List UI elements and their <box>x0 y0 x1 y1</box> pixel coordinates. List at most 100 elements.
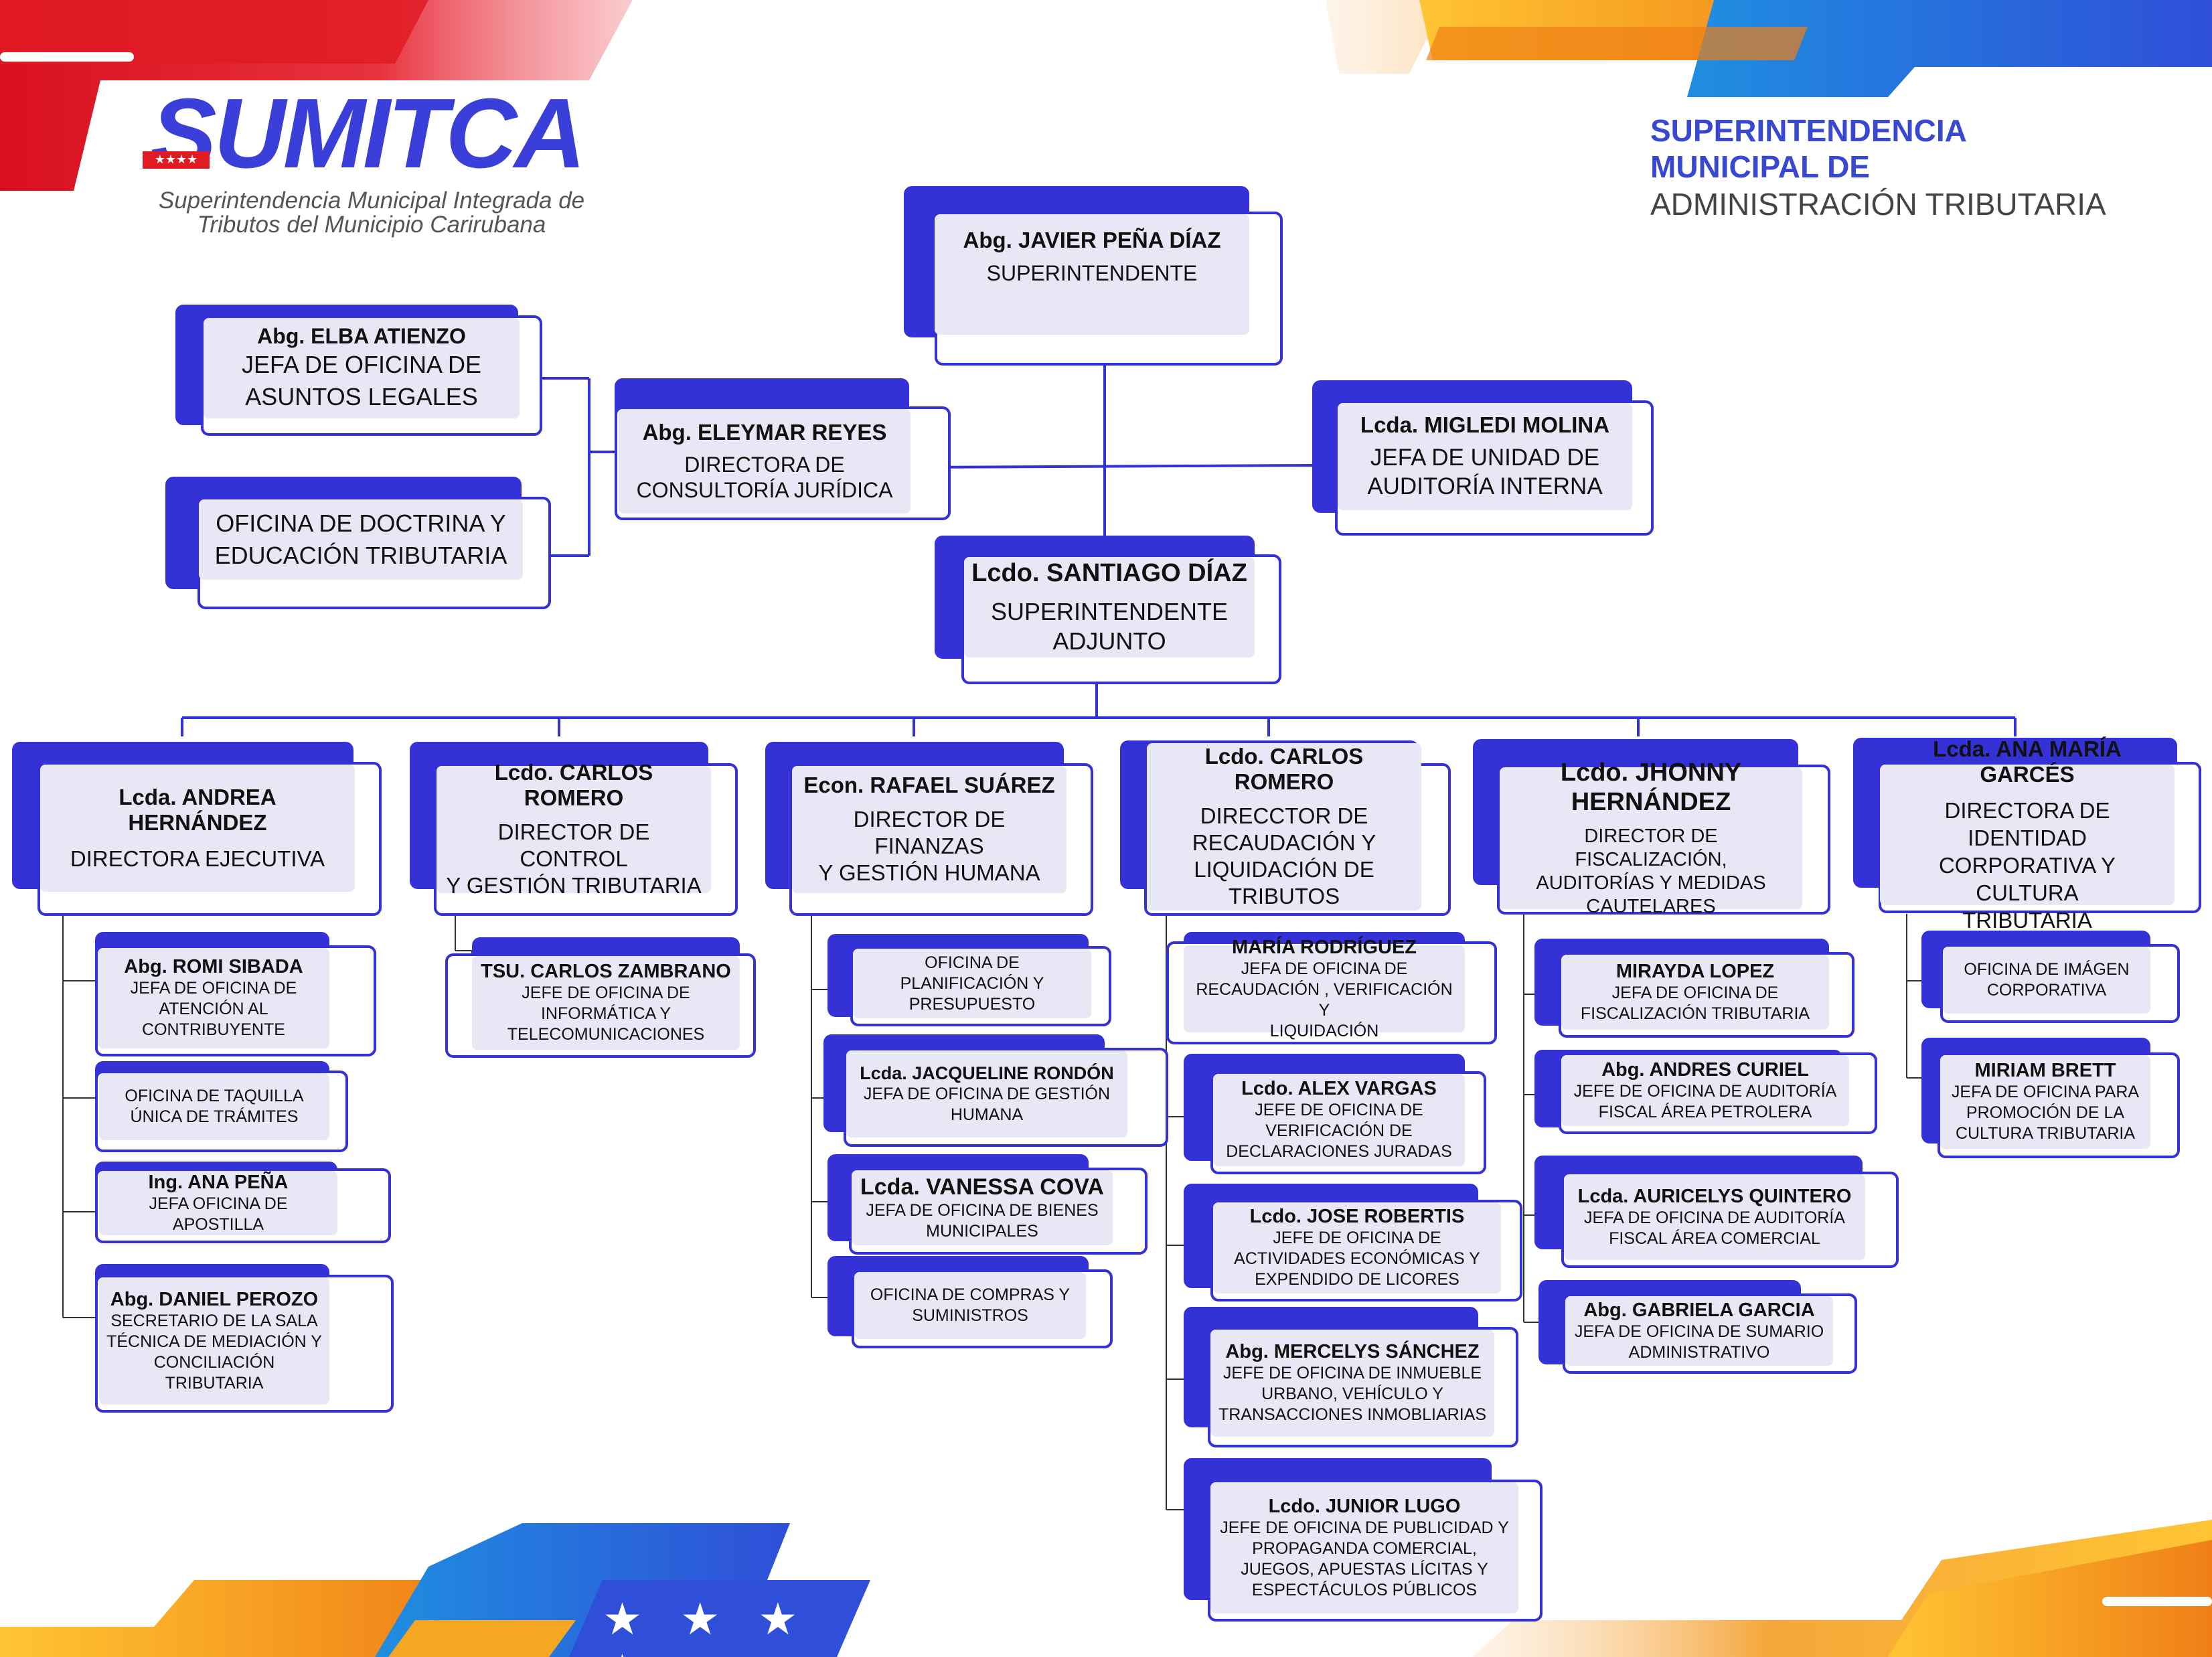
director-card: Lcdo. CARLOS ROMERO DIRECCTOR DE RECAUDA… <box>1120 740 1451 916</box>
auditoria-interna-name: Lcda. MIGLEDI MOLINA <box>1360 412 1610 437</box>
director-name: Lcdo. JHONNY HERNÁNDEZ <box>1560 759 1742 816</box>
adjunto-title: SUPERINTENDENTE ADJUNTO <box>990 597 1229 655</box>
subunit-title: JEFE DE OFICINA DE PUBLICIDAD Y PROPAGAN… <box>1220 1518 1509 1599</box>
subunit-name: Abg. ROMI SIBADA <box>124 956 303 977</box>
subunit-card: OFICINA DE PLANIFICACIÓN Y PRESUPUESTO <box>827 934 1111 1026</box>
superintendente-title: SUPERINTENDENTE <box>986 261 1198 285</box>
subunit-card: Lcda. VANESSA COVA JEFA DE OFICINA DE BI… <box>827 1154 1148 1255</box>
subunit-name: Abg. GABRIELA GARCIA <box>1583 1299 1815 1321</box>
subunit-card: Abg. DANIEL PEROZO SECRETARIO DE LA SALA… <box>95 1264 394 1413</box>
subunit-title: JEFA DE OFICINA DE FISCALIZACIÓN TRIBUTA… <box>1580 983 1810 1023</box>
subunit-title: JEFE DE OFICINA DE INMUEBLE URBANO, VEHÍ… <box>1218 1364 1487 1424</box>
subunit-card: TSU. CARLOS ZAMBRANO JEFE DE OFICINA DE … <box>445 937 756 1058</box>
subunit-card: MIRAYDA LOPEZ JEFA DE OFICINA DE FISCALI… <box>1534 939 1854 1038</box>
director-card: Lcdo. JHONNY HERNÁNDEZ DIRECTOR DE FISCA… <box>1473 739 1830 917</box>
director-name: Lcdo. CARLOS ROMERO <box>1204 744 1364 794</box>
subunit-card: Lcda. JACQUELINE RONDÓN JEFA DE OFICINA … <box>823 1034 1168 1147</box>
footer-stars: ★ ★ ★ ★ <box>603 1593 810 1657</box>
subunit-title: JEFE DE OFICINA DE ACTIVIDADES ECONÓMICA… <box>1234 1229 1480 1289</box>
subunit-title: OFICINA DE COMPRAS Y SUMINISTROS <box>870 1285 1071 1325</box>
logo-subtitle-1: Superintendencia Municipal Integrada de <box>158 187 585 214</box>
subunit-name: TSU. CARLOS ZAMBRANO <box>481 961 731 982</box>
subunit-title: JEFA DE OFICINA DE SUMARIO ADMINISTRATIV… <box>1574 1322 1824 1362</box>
node-asuntos-legales: Abg. ELBA ATIENZO JEFA DE OFICINA DE ASU… <box>175 305 542 436</box>
legales-title: JEFA DE OFICINA DE ASUNTOS LEGALES <box>241 350 482 410</box>
subunit-card: Lcdo. ALEX VARGAS JEFE DE OFICINA DE VER… <box>1184 1054 1486 1174</box>
subunit-title: JEFE DE OFICINA DE AUDITORÍA FISCAL ÁREA… <box>1573 1081 1837 1121</box>
superintendente-name: Abg. JAVIER PEÑA DÍAZ <box>963 228 1221 252</box>
subunit-name: Lcda. AURICELYS QUINTERO <box>1577 1185 1852 1207</box>
subunit-name: Abg. DANIEL PEROZO <box>110 1288 319 1310</box>
subunit-title: OFICINA DE PLANIFICACIÓN Y PRESUPUESTO <box>900 953 1044 1014</box>
subunit-name: MIRAYDA LOPEZ <box>1615 960 1775 982</box>
subunit-title: JEFA DE OFICINA DE BIENES MUNICIPALES <box>866 1200 1099 1241</box>
node-consultoria-juridica: Abg. ELEYMAR REYES DIRECTORA DE CONSULTO… <box>615 378 951 520</box>
subunit-card: MIRIAM BRETT JEFA DE OFICINA PARA PROMOC… <box>1921 1038 2180 1158</box>
director-card: Lcdo. CARLOS ROMERO DIRECTOR DE CONTROL … <box>410 742 738 916</box>
director-title: DIRECCTOR DE RECAUDACIÓN Y LIQUIDACIÓN D… <box>1192 803 1376 909</box>
subunit-card: Abg. GABRIELA GARCIA JEFA DE OFICINA DE … <box>1538 1280 1857 1374</box>
subunit-card: Lcdo. JUNIOR LUGO JEFE DE OFICINA DE PUB… <box>1184 1458 1543 1622</box>
director-title: DIRECTORA EJECUTIVA <box>70 846 325 871</box>
subunit-title: JEFA DE OFICINA DE GESTIÓN HUMANA <box>863 1084 1111 1124</box>
subunit-name: Ing. ANA PEÑA <box>148 1171 289 1193</box>
subunit-title: OFICINA DE IMÁGEN CORPORATIVA <box>1964 960 2130 1000</box>
agency-title-2: MUNICIPAL DE <box>1650 149 1870 184</box>
subunit-card: Ing. ANA PEÑA JEFA OFICINA DE APOSTILLA <box>95 1162 391 1243</box>
subunit-card: OFICINA DE TAQUILLA ÚNICA DE TRÁMITES <box>95 1061 348 1152</box>
legales-name: Abg. ELBA ATIENZO <box>257 323 466 348</box>
subunit-name: Abg. MERCELYS SÁNCHEZ <box>1225 1341 1480 1362</box>
subunit-card: OFICINA DE IMÁGEN CORPORATIVA <box>1921 931 2180 1023</box>
subunit-title: SECRETARIO DE LA SALA TÉCNICA DE MEDIACI… <box>106 1311 322 1393</box>
subunit-name: MARÍA RODRÍGUEZ <box>1231 936 1417 958</box>
subunit-card: Lcda. AURICELYS QUINTERO JEFA DE OFICINA… <box>1534 1156 1899 1268</box>
agency-title-3: ADMINISTRACIÓN TRIBUTARIA <box>1650 187 2106 222</box>
director-card: Econ. RAFAEL SUÁREZ DIRECTOR DE FINANZAS… <box>765 742 1093 916</box>
subunit-name: Lcda. VANESSA COVA <box>860 1174 1104 1200</box>
subunit-card: MARÍA RODRÍGUEZ JEFA DE OFICINA DE RECAU… <box>1166 932 1497 1044</box>
director-name: Lcdo. CARLOS ROMERO <box>494 760 653 810</box>
subunit-title: JEFA DE OFICINA DE ATENCIÓN AL CONTRIBUY… <box>130 979 297 1039</box>
node-superintendente: Abg. JAVIER PEÑA DÍAZ SUPERINTENDENTE <box>904 186 1283 366</box>
auditoria-interna-title: JEFA DE UNIDAD DE AUDITORÍA INTERNA <box>1367 445 1603 499</box>
director-name: Lcda. ANA MARÍA GARCÉS <box>1933 736 2122 787</box>
director-name: Lcda. ANDREA HERNÁNDEZ <box>118 785 276 835</box>
logo-stars: ★★★★ <box>143 151 210 169</box>
subunit-title: JEFA DE OFICINA PARA PROMOCIÓN DE LA CUL… <box>1951 1083 2140 1143</box>
node-doctrina: OFICINA DE DOCTRINA Y EDUCACIÓN TRIBUTAR… <box>165 477 551 609</box>
subunit-card: Abg. MERCELYS SÁNCHEZ JEFE DE OFICINA DE… <box>1184 1307 1518 1447</box>
director-title: DIRECTORA DE IDENTIDAD CORPORATIVA Y CUL… <box>1938 797 2116 933</box>
subunit-name: Lcdo. JUNIOR LUGO <box>1268 1495 1461 1517</box>
subunit-title: JEFA DE OFICINA DE AUDITORÍA FISCAL ÁREA… <box>1584 1208 1845 1248</box>
director-card: Lcda. ANA MARÍA GARCÉS DIRECTORA DE IDEN… <box>1853 736 2201 933</box>
subunit-card: Lcdo. JOSE ROBERTIS JEFE DE OFICINA DE A… <box>1184 1184 1522 1301</box>
subunit-name: Lcdo. ALEX VARGAS <box>1241 1078 1437 1099</box>
subunit-name: Lcdo. JOSE ROBERTIS <box>1249 1206 1465 1227</box>
director-card: Lcda. ANDREA HERNÁNDEZ DIRECTORA EJECUTI… <box>12 742 382 916</box>
director-title: DIRECTOR DE FINANZAS Y GESTIÓN HUMANA <box>818 807 1040 885</box>
subunit-title: JEFA DE OFICINA DE RECAUDACIÓN , VERIFIC… <box>1196 959 1453 1040</box>
logo-word: SUMITCA <box>151 78 586 189</box>
consultoria-name: Abg. ELEYMAR REYES <box>642 420 887 445</box>
subunit-name: Lcda. JACQUELINE RONDÓN <box>860 1062 1114 1083</box>
subunit-card: OFICINA DE COMPRAS Y SUMINISTROS <box>827 1256 1113 1348</box>
doctrina-title: OFICINA DE DOCTRINA Y EDUCACIÓN TRIBUTAR… <box>214 509 507 569</box>
sumitca-logo: SUMITCA ★★★★ <box>137 78 606 189</box>
subunit-title: OFICINA DE TAQUILLA ÚNICA DE TRÁMITES <box>125 1087 304 1126</box>
node-auditoria-interna: Lcda. MIGLEDI MOLINA JEFA DE UNIDAD DE A… <box>1312 380 1654 536</box>
subunit-title: JEFE DE OFICINA DE INFORMÁTICA Y TELECOM… <box>507 983 705 1044</box>
logo-subtitle-2: Tributos del Municipio Carirubana <box>197 212 546 238</box>
subunit-name: MIRIAM BRETT <box>1974 1060 2116 1081</box>
node-superintendente-adjunto: Lcdo. SANTIAGO DÍAZ SUPERINTENDENTE ADJU… <box>935 536 1281 684</box>
subunit-name: Abg. ANDRES CURIEL <box>1601 1058 1809 1081</box>
agency-title-1: SUPERINTENDENCIA <box>1650 113 1967 148</box>
subunit-title: JEFE DE OFICINA DE VERIFICACIÓN DE DECLA… <box>1226 1101 1452 1161</box>
subunit-card: Abg. ANDRES CURIEL JEFE DE OFICINA DE AU… <box>1534 1050 1877 1134</box>
subunit-card: Abg. ROMI SIBADA JEFA DE OFICINA DE ATEN… <box>95 932 376 1056</box>
consultoria-title: DIRECTORA DE CONSULTORÍA JURÍDICA <box>636 453 893 502</box>
director-name: Econ. RAFAEL SUÁREZ <box>803 773 1055 797</box>
adjunto-name: Lcdo. SANTIAGO DÍAZ <box>971 558 1247 587</box>
subunit-title: JEFA OFICINA DE APOSTILLA <box>149 1194 288 1234</box>
